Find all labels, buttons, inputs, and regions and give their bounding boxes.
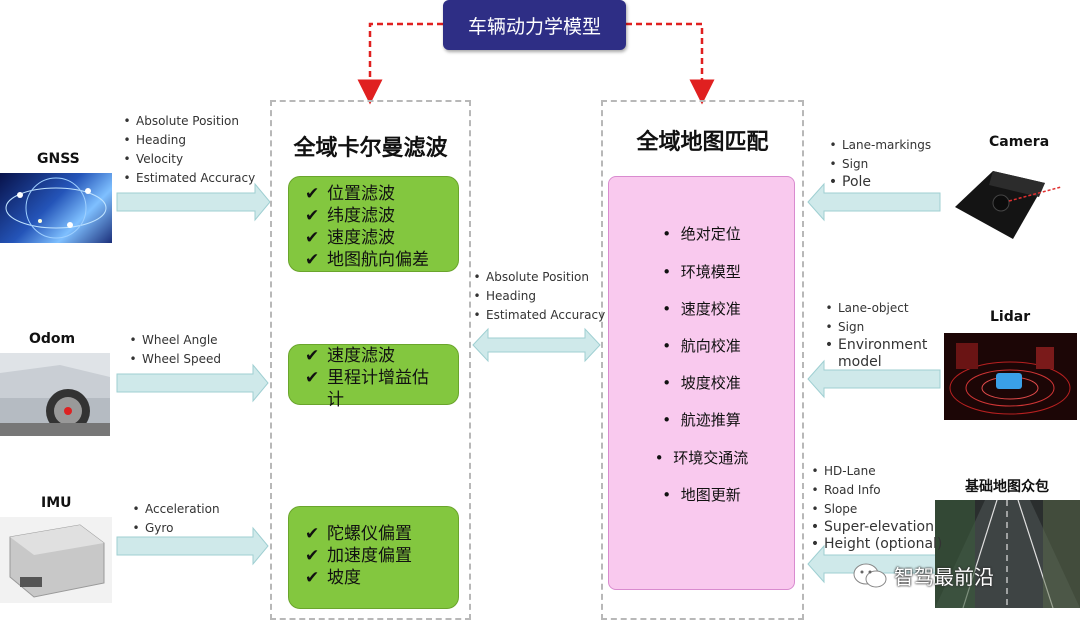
kalman-title: 全域卡尔曼滤波 [293, 135, 448, 161]
camera-bullets: •Lane-markings •Sign •Pole [828, 138, 932, 190]
kalman-item: 速度滤波 [327, 346, 395, 366]
imu-image [0, 517, 112, 603]
lidar-bullets: •Lane-object •Sign •Environment model [824, 301, 928, 370]
kalman-panel: 全域卡尔曼滤波 [270, 100, 471, 620]
middle-bullet-list: •Absolute Position •Heading •Estimated A… [473, 270, 606, 322]
odom-arrow [116, 363, 269, 403]
kalman-group-imu: ✔ 陀螺仪偏置 ✔ 加速度偏置 ✔ 坡度 [288, 506, 459, 609]
gnss-label: GNSS [37, 151, 80, 167]
imu-arrow [116, 526, 269, 566]
kalman-item: 加速度偏置 [327, 546, 412, 566]
bidirectional-arrow [472, 327, 601, 363]
map-output-item: • 航向校准 [662, 337, 741, 355]
connector-to-kalman [357, 22, 443, 105]
map-output-item: • 速度校准 [662, 300, 741, 318]
map-matching-panel: 全域地图匹配 [601, 100, 804, 620]
map-output-item: • 环境交通流 [654, 449, 749, 467]
kalman-item: 坡度 [327, 568, 361, 588]
vehicle-dynamics-model-box: 车辆动力学模型 [443, 0, 626, 50]
check-icon: ✔ [305, 206, 320, 226]
check-icon: ✔ [305, 184, 320, 204]
camera-label: Camera [989, 134, 1050, 150]
gnss-arrow [116, 182, 271, 222]
check-icon: ✔ [305, 546, 320, 566]
map-output-item: • 航迹推算 [662, 411, 741, 429]
kalman-item: 地图航向偏差 [327, 250, 429, 270]
check-icon: ✔ [305, 368, 320, 388]
map-output-item: • 坡度校准 [662, 374, 741, 392]
kalman-group-position: ✔ 位置滤波 ✔ 纬度滤波 ✔ 速度滤波 ✔ 地图航向偏差 [288, 176, 459, 272]
map-output-item: • 绝对定位 [662, 225, 741, 243]
check-icon: ✔ [305, 228, 320, 248]
map-arrow [807, 544, 941, 584]
lidar-label: Lidar [990, 309, 1031, 325]
imu-bullets: •Acceleration •Gyro [132, 502, 220, 535]
camera-arrow [807, 182, 941, 222]
kalman-item: 纬度滤波 [327, 206, 395, 226]
gnss-bullets: •Absolute Position •Heading •Velocity •E… [123, 114, 256, 185]
gnss-image [0, 173, 112, 243]
watermark-text: 智驾最前沿 [894, 565, 994, 589]
wechat-icon [853, 563, 887, 587]
map-matching-title: 全域地图匹配 [636, 129, 769, 155]
kalman-item: 陀螺仪偏置 [327, 524, 412, 544]
map-output-item: • 地图更新 [662, 486, 741, 504]
odom-image [0, 353, 110, 436]
map-output-item: • 环境模型 [662, 263, 741, 281]
lidar-arrow [807, 359, 941, 399]
odom-label: Odom [29, 331, 76, 347]
crowdsource-map-bullets: •HD-Lane •Road Info •Slope •Super-elevat… [810, 464, 943, 552]
check-icon: ✔ [305, 568, 320, 588]
lidar-image [944, 333, 1077, 420]
kalman-item: 计 [327, 390, 344, 410]
kalman-item: 里程计增益估 [327, 368, 429, 388]
middle-bullet: Absolute Position [486, 270, 589, 284]
crowdsource-map-label: 基础地图众包 [965, 479, 1049, 495]
check-icon: ✔ [305, 524, 320, 544]
check-icon: ✔ [305, 346, 320, 366]
odom-bullets: •Wheel Angle •Wheel Speed [129, 333, 222, 366]
check-icon: ✔ [305, 250, 320, 270]
kalman-item: 速度滤波 [327, 228, 395, 248]
imu-label: IMU [41, 495, 72, 511]
middle-bullet: Estimated Accuracy [486, 308, 606, 322]
kalman-item: 位置滤波 [327, 184, 395, 204]
camera-image [943, 157, 1077, 249]
vehicle-dynamics-model-title: 车辆动力学模型 [467, 15, 601, 38]
map-matching-output-box: • 绝对定位 • 环境模型 • 速度校准 • 航向校准 • 坡度校准 • 航迹推… [608, 176, 795, 590]
middle-bullet: Heading [486, 289, 536, 303]
connector-to-map [626, 22, 715, 105]
kalman-group-odometer: ✔ 速度滤波 ✔ 里程计增益估 计 [288, 344, 459, 410]
crowdsource-map-image [935, 500, 1080, 608]
watermark: 智驾最前沿 [852, 561, 994, 590]
